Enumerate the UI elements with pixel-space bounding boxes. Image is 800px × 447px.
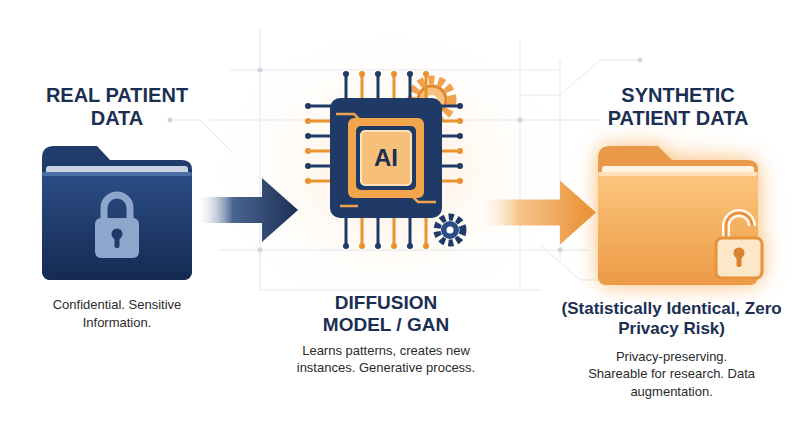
column-heading: DIFFUSION MODEL / GAN [302,292,470,336]
data-node: REAL PATIENT DATAConfidential. Sensitive… [42,140,192,280]
subtitle-text: (Statistically Identical, Zero Privacy R… [554,299,790,340]
folder-icon [598,140,758,285]
caption-block: DIFFUSION MODEL / GAN Learns patterns, cr… [291,292,481,377]
flow-arrow [478,181,596,245]
heading-block: SYNTHETIC PATIENT DATA [578,84,778,130]
column-heading: SYNTHETIC PATIENT DATA [578,84,778,130]
description-text: Confidential. Sensitive Information. [42,296,192,331]
chip-label: AI [361,131,411,185]
description-text: Privacy-preserving. Shareable for resear… [587,348,757,401]
description-block: (Statistically Identical, Zero Privacy R… [554,299,790,400]
description-text: Learns patterns, creates new instances. … [296,342,476,377]
flow-arrow [198,178,298,242]
heading-block: REAL PATIENT DATA [17,84,217,130]
description-block: Confidential. Sensitive Information. [42,296,192,331]
folder-icon [42,140,192,280]
model-node: AIDIFFUSION MODEL / GANLearns patterns, … [300,58,472,268]
data-node: SYNTHETIC PATIENT DATA(Statistically Ide… [598,140,758,285]
column-heading: REAL PATIENT DATA [17,84,217,130]
